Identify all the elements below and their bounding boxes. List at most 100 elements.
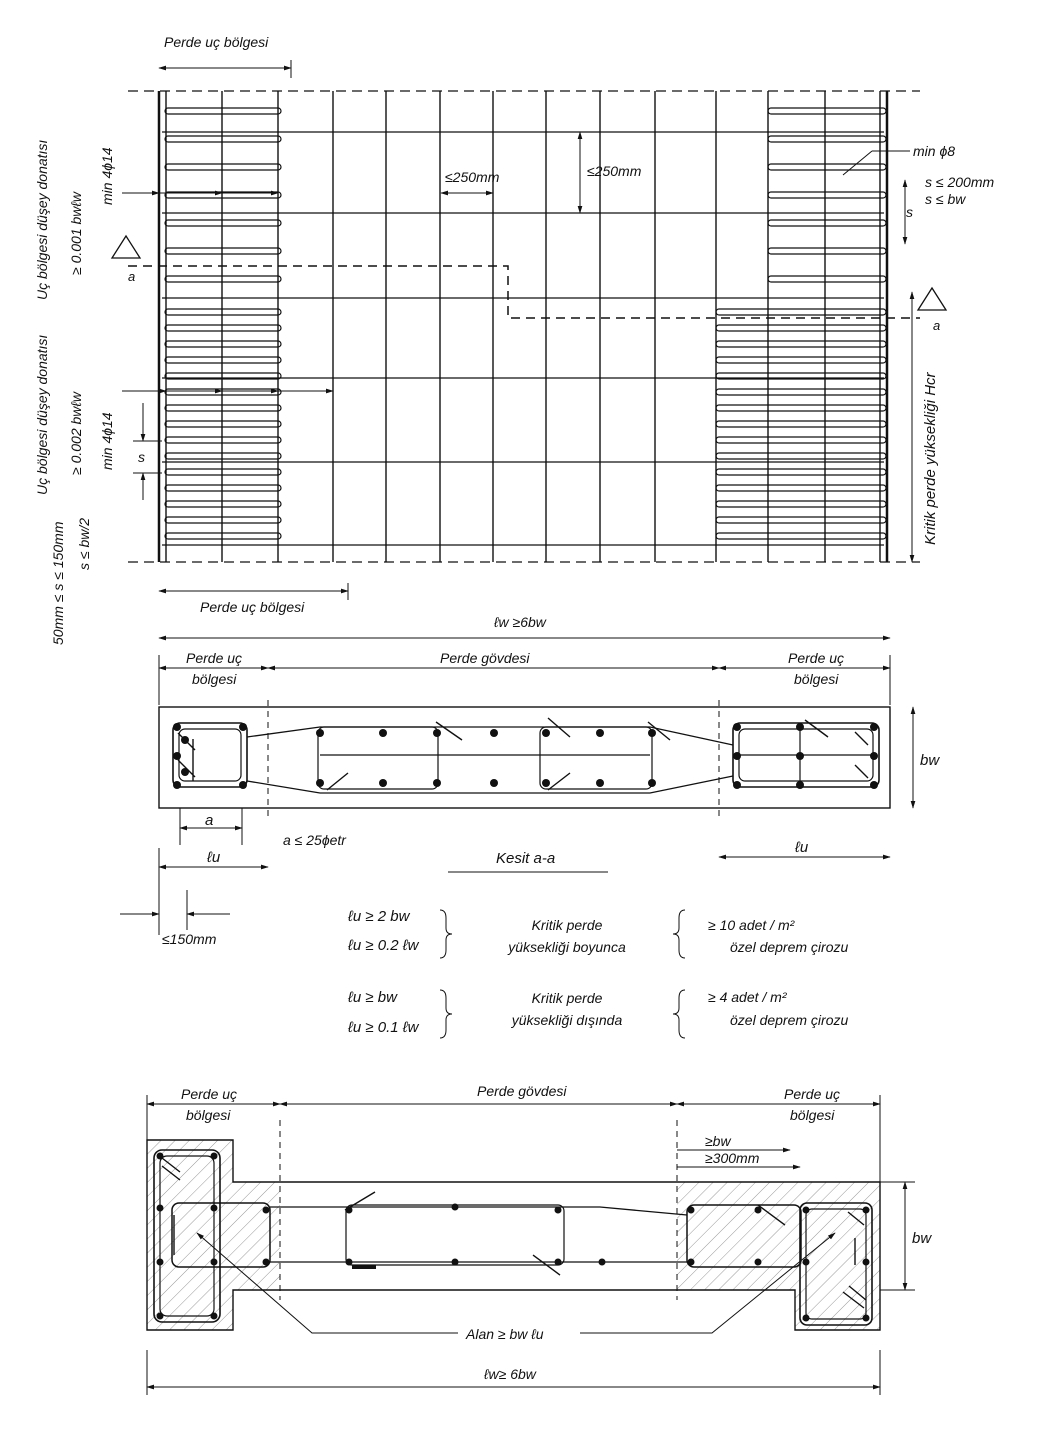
rebar-dot <box>379 779 387 787</box>
end-zone-hoop <box>164 219 282 227</box>
rebar-dot <box>598 1258 606 1266</box>
rebar-dot <box>156 1152 164 1160</box>
end-zone-hoop <box>715 452 887 460</box>
end-zone-hoop <box>164 452 282 460</box>
end-zone-hoop <box>715 356 887 364</box>
rebar-dot <box>802 1206 810 1214</box>
rebar-dot <box>554 1258 562 1266</box>
lower-label-2: ≥ 0.002 bwℓw <box>68 391 84 475</box>
section-cut-line <box>128 265 920 319</box>
end-zone-hoop <box>164 404 282 412</box>
rebar-dot <box>490 729 498 737</box>
end-zone-hoop <box>715 436 887 444</box>
section-a-outline <box>158 706 891 809</box>
section-a-bars <box>173 723 878 789</box>
rebar-dot <box>596 729 604 737</box>
rebar-dot <box>239 723 247 731</box>
cond2-mid-2: yüksekliği dışında <box>511 1012 623 1028</box>
end-zone-hoop <box>715 420 887 428</box>
bw-a-label: bw <box>920 752 940 769</box>
end-zone-hoop <box>767 247 887 255</box>
flange-dim-2: ≥300mm <box>705 1150 760 1166</box>
end-zone-hoop <box>164 247 282 255</box>
cond2-mid-1: Kritik perde <box>532 990 603 1006</box>
end-zone-hoop <box>715 516 887 524</box>
lw-label: ℓw ≥6bw <box>493 614 547 630</box>
end-zone-hoop <box>715 388 887 396</box>
rebar-dot <box>173 752 181 760</box>
end-zone-hoop <box>164 191 282 199</box>
end-zone-hoop <box>164 420 282 428</box>
end-zone-hoops-left <box>164 107 282 540</box>
rebar-dot <box>754 1258 762 1266</box>
rebar-dot <box>862 1258 870 1266</box>
rebar-dot <box>239 781 247 789</box>
section-mark-left <box>110 234 142 259</box>
end-zone-hoop <box>715 500 887 508</box>
end-zone-hoop <box>767 275 887 283</box>
rebar-dot <box>862 1314 870 1322</box>
rebar-dot <box>796 781 804 789</box>
rebar-dot <box>870 752 878 760</box>
end-zone-b-right-2: bölgesi <box>790 1107 835 1123</box>
rebar-dot <box>687 1258 695 1266</box>
rebar-dot <box>451 1203 459 1211</box>
rebar-dot <box>802 1314 810 1322</box>
end-zone-a-left-2: bölgesi <box>192 671 237 687</box>
horizontal-bars <box>162 131 884 546</box>
min-bar-label: min ϕ8 <box>913 143 955 159</box>
spacing-label-2: s ≤ bw/2 <box>76 518 92 570</box>
cond1-mid-1: Kritik perde <box>532 917 603 933</box>
rebar-dot <box>648 729 656 737</box>
end-zone-hoop <box>164 500 282 508</box>
rebar-dot <box>210 1204 218 1212</box>
end-zone-hoop <box>767 135 887 143</box>
end-zone-hoop <box>767 191 887 199</box>
end-zone-hoop <box>715 468 887 476</box>
end-zone-hoop <box>164 340 282 348</box>
cond1-right-1: ≥ 10 adet / m² <box>708 917 796 933</box>
end-zone-hoop <box>767 107 887 115</box>
cond1-left-2: ℓu ≥ 0.2 ℓw <box>347 937 420 954</box>
end-zone-hoop <box>164 163 282 171</box>
section-mark-right-label: a <box>933 318 940 333</box>
right-spacing-1: s ≤ 200mm <box>925 174 994 190</box>
rebar-dot <box>262 1258 270 1266</box>
rebar-dot <box>345 1206 353 1214</box>
cond1-mid-2: yüksekliği boyunca <box>507 939 626 955</box>
flanged-section-bars <box>156 1152 870 1322</box>
cond2-right-2: özel deprem çirozu <box>730 1012 848 1028</box>
end-zone-a-left-1: Perde uç <box>186 650 242 666</box>
rebar-dot <box>796 752 804 760</box>
rebar-dot <box>210 1152 218 1160</box>
rebar-dot <box>173 723 181 731</box>
rebar-dot <box>596 779 604 787</box>
rebar-dot <box>451 1258 459 1266</box>
rebar-dot <box>542 729 550 737</box>
left-s-label: s <box>138 449 145 465</box>
rebar-dot <box>870 723 878 731</box>
end-zone-hoop <box>164 135 282 143</box>
rebar-dot <box>156 1204 164 1212</box>
a-label: a <box>205 812 213 829</box>
rebar-dot <box>316 729 324 737</box>
rebar-dot <box>862 1206 870 1214</box>
rebar-dot <box>733 781 741 789</box>
end-zone-hoop <box>715 404 887 412</box>
vertical-spacing-label: ≤250mm <box>587 163 642 179</box>
end-zone-hoop <box>164 372 282 380</box>
rebar-dot <box>181 736 189 744</box>
rebar-dot <box>379 729 387 737</box>
end-zone-hoop <box>715 532 887 540</box>
cover-label: ≤150mm <box>162 931 217 947</box>
end-zone-hoop <box>164 436 282 444</box>
end-zone-hoop <box>164 324 282 332</box>
flanged-section: Perde uç bölgesi Perde gövdesi Perde uç … <box>146 1083 932 1395</box>
lower-label-3: min 4ϕ14 <box>99 412 115 470</box>
right-s-label: s <box>906 204 913 220</box>
end-zone-b-right-1: Perde uç <box>784 1086 840 1102</box>
rebar-dot <box>733 752 741 760</box>
cond2-left-1: ℓu ≥ bw <box>347 989 398 1006</box>
end-zone-a-right-2: bölgesi <box>794 671 839 687</box>
